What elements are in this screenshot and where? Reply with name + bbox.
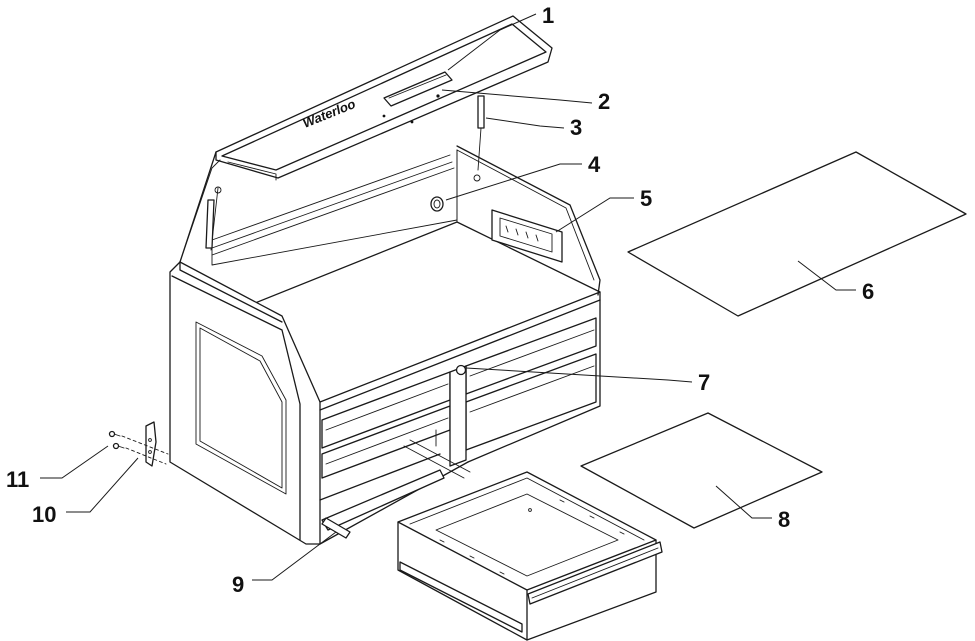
- callout-7: 7: [698, 370, 710, 395]
- lock-icon: [455, 364, 467, 376]
- callout-4: 4: [588, 152, 601, 177]
- gas-strut-right: [473, 95, 485, 182]
- screw-dot: [436, 94, 440, 98]
- side-bracket: [145, 421, 157, 467]
- drawer-liner: [580, 412, 823, 529]
- tool-chest: Waterloo: [169, 15, 601, 545]
- gas-strut-left: [205, 186, 222, 251]
- callout-10: 10: [32, 502, 56, 527]
- callout-labels: 1 2 3 4 5 6 7 8 9 10 11: [6, 3, 874, 597]
- callout-9: 9: [232, 572, 244, 597]
- chest-lid: [179, 15, 553, 263]
- callout-1: 1: [542, 3, 554, 28]
- bracket-screws: [108, 430, 169, 465]
- callout-6: 6: [862, 279, 874, 304]
- power-strip: [491, 209, 563, 263]
- callout-leaders: [40, 13, 856, 581]
- callout-8: 8: [778, 507, 790, 532]
- grommet: [430, 196, 444, 212]
- drawer-slide-left: [321, 469, 445, 539]
- top-liner: [627, 151, 967, 317]
- callout-2: 2: [598, 89, 610, 114]
- screw-dot: [410, 120, 414, 124]
- callout-3: 3: [570, 115, 582, 140]
- screw-dot: [382, 114, 386, 118]
- loose-drawer: [397, 471, 663, 641]
- lid-handle: [383, 71, 453, 107]
- callout-5: 5: [640, 186, 652, 211]
- callout-11: 11: [6, 467, 29, 492]
